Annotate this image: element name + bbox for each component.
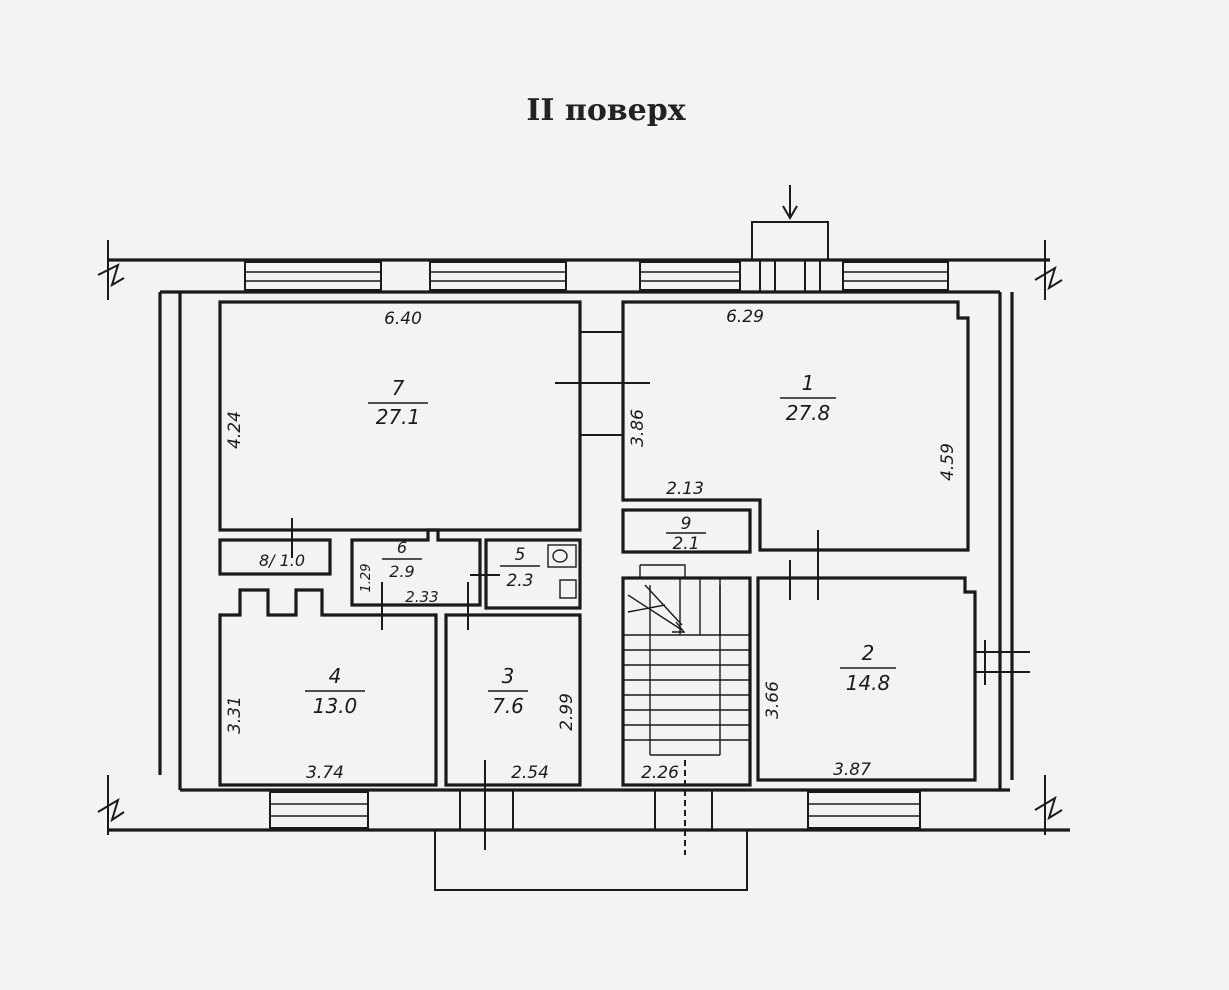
dim-room3-height: 2.99 xyxy=(557,693,577,731)
room-labels: 7 27.1 1 27.8 6 2.9 5 2.3 9 2.1 4 13.0 xyxy=(259,371,896,718)
entrance xyxy=(751,185,829,292)
dim-room1-width: 6.29 xyxy=(726,307,764,327)
svg-text:3: 3 xyxy=(502,664,515,688)
room-4-label: 4 13.0 xyxy=(305,664,365,718)
room-6-label: 6 2.9 xyxy=(382,538,422,581)
room-9-label: 9 2.1 xyxy=(666,514,706,554)
svg-text:9: 9 xyxy=(681,514,692,534)
svg-text:6: 6 xyxy=(397,538,407,557)
bottom-porch xyxy=(434,829,748,891)
svg-text:2: 2 xyxy=(862,641,875,665)
room-2-outline xyxy=(756,576,977,782)
dim-corridor-width: 2.13 xyxy=(666,479,704,499)
dim-room3-width: 2.54 xyxy=(511,763,549,783)
room-6-outline xyxy=(350,528,482,607)
room-8-outline xyxy=(218,538,332,576)
room-9-outline xyxy=(621,508,752,554)
svg-text:2.1: 2.1 xyxy=(672,534,699,554)
svg-text:7.6: 7.6 xyxy=(492,694,524,718)
stair-outline xyxy=(621,576,752,787)
room-1-outline xyxy=(621,300,970,552)
dim-room7-height: 4.24 xyxy=(225,411,245,449)
window xyxy=(842,261,949,291)
room-3-label: 3 7.6 xyxy=(488,664,528,718)
room-5-label: 5 2.3 xyxy=(500,545,540,591)
room-1-label: 1 27.8 xyxy=(780,371,836,425)
svg-text:2.3: 2.3 xyxy=(506,571,533,591)
svg-text:1: 1 xyxy=(802,371,815,395)
svg-text:13.0: 13.0 xyxy=(313,694,358,718)
dim-room1-left-height: 3.86 xyxy=(628,409,648,447)
room-4-outline xyxy=(218,588,438,787)
dim-room7-width: 6.40 xyxy=(384,309,422,329)
svg-text:14.8: 14.8 xyxy=(846,671,891,695)
dim-room4-height: 3.31 xyxy=(225,696,245,734)
svg-text:4: 4 xyxy=(329,664,342,688)
dimension-labels: 6.40 4.24 6.29 3.86 4.59 2.13 1.29 2.33 … xyxy=(225,307,958,783)
dim-room6-height: 1.29 xyxy=(359,564,374,593)
svg-text:27.8: 27.8 xyxy=(786,401,831,425)
dim-stair-width: 2.26 xyxy=(641,763,679,783)
break-marks xyxy=(97,240,1063,835)
svg-text:7: 7 xyxy=(392,376,405,400)
room-7-label: 7 27.1 xyxy=(368,376,428,429)
window xyxy=(639,261,741,291)
door-marks xyxy=(291,331,1030,855)
svg-text:5: 5 xyxy=(515,545,526,565)
staircase xyxy=(623,564,750,756)
interior-walls xyxy=(218,300,977,787)
window xyxy=(244,261,382,291)
room-3-outline xyxy=(444,613,582,787)
window xyxy=(429,261,567,291)
dim-room6-width: 2.33 xyxy=(405,588,438,606)
room-2-label: 2 14.8 xyxy=(840,641,896,695)
outer-walls xyxy=(108,258,1070,832)
dim-room1-right-height: 4.59 xyxy=(938,443,958,481)
room-8-label: 8/ 1.0 xyxy=(259,551,305,570)
svg-text:2.9: 2.9 xyxy=(389,562,414,581)
page-title: II поверх xyxy=(526,93,686,128)
window xyxy=(807,791,921,829)
dim-room2-width: 3.87 xyxy=(833,760,871,780)
dim-room4-width: 3.74 xyxy=(306,763,344,783)
window xyxy=(269,791,369,829)
dim-room2-height: 3.66 xyxy=(763,681,783,719)
windows xyxy=(244,261,949,830)
room-7-outline xyxy=(218,300,582,532)
window xyxy=(459,790,713,830)
svg-text:27.1: 27.1 xyxy=(376,405,421,429)
